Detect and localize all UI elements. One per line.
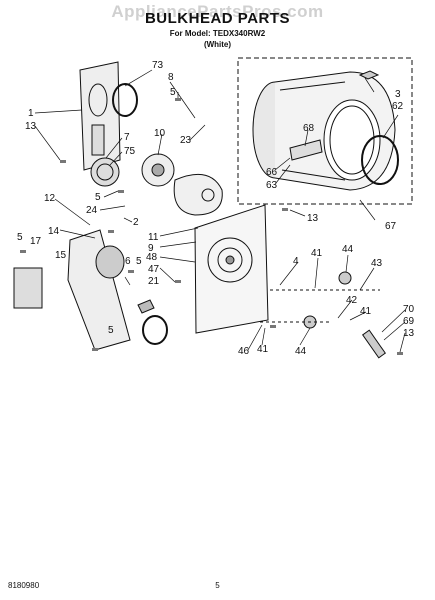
callout-7: 7: [124, 132, 130, 143]
callout-62: 62: [392, 101, 404, 112]
heater-element: [13, 267, 43, 309]
page-number: 5: [215, 581, 220, 590]
page-title: BULKHEAD PARTS: [144, 10, 291, 27]
callout-24: 24: [86, 205, 98, 216]
part-21-connector: [137, 299, 155, 314]
drum-illustration: [252, 71, 396, 191]
rear-bulkhead: [194, 204, 269, 334]
doc-number: 8180980: [8, 581, 40, 590]
callout-21: 21: [148, 276, 160, 287]
callout-44: 44: [342, 244, 354, 255]
callout-4: 4: [293, 256, 299, 267]
watermark: AppliancePartsPros.com: [111, 2, 324, 21]
drum-seal-ring: [361, 135, 399, 185]
blower-housing: [90, 157, 120, 187]
idler-arm: [361, 329, 387, 359]
callout-41c: 41: [360, 306, 372, 317]
callout-8: 8: [168, 72, 174, 83]
callout-labels: 73 8 1 13 5 23 7 75 10 5 24 12 2 14 5 17…: [17, 60, 415, 357]
callout-11: 11: [148, 232, 159, 243]
callout-23: 23: [180, 135, 192, 146]
callout-13: 13: [25, 121, 37, 132]
callout-70: 70: [403, 304, 415, 315]
callout-14: 14: [48, 226, 60, 237]
part-3: [358, 70, 380, 80]
callout-9: 9: [148, 243, 154, 254]
color-line: (White): [203, 40, 232, 49]
callout-44b: 44: [295, 346, 307, 357]
callout-13b: 13: [307, 213, 319, 224]
callout-68: 68: [303, 123, 315, 134]
callout-66: 66: [266, 167, 278, 178]
callout-5: 5: [170, 87, 176, 98]
blower-cover: [173, 173, 223, 216]
callout-3: 3: [395, 89, 401, 100]
callout-15: 15: [55, 250, 67, 261]
callout-12: 12: [44, 193, 56, 204]
callout-43: 43: [371, 258, 383, 269]
callout-1: 1: [28, 108, 34, 119]
screws: [20, 98, 403, 355]
callout-5d: 5: [136, 256, 142, 267]
leader-lines: [34, 69, 406, 353]
belt-21: [142, 315, 168, 345]
callout-47: 47: [148, 264, 160, 275]
callout-75: 75: [124, 146, 136, 157]
callout-69: 69: [403, 316, 415, 327]
callout-67: 67: [385, 221, 397, 232]
callout-5e: 5: [108, 325, 114, 336]
callout-48: 48: [146, 252, 158, 263]
callout-10: 10: [154, 128, 166, 139]
roller-upper: [338, 271, 352, 285]
callout-5b: 5: [95, 192, 101, 203]
seal-73: [112, 83, 138, 117]
callout-42: 42: [346, 295, 358, 306]
model-line: For Model: TEDX340RW2: [169, 29, 266, 38]
callout-17: 17: [30, 236, 42, 247]
callout-5c: 5: [17, 232, 23, 243]
callout-41: 41: [311, 248, 323, 259]
heater-duct: [67, 229, 131, 351]
callout-2: 2: [133, 217, 139, 228]
callout-63: 63: [266, 180, 278, 191]
callout-6: 6: [125, 256, 131, 267]
callout-41b: 41: [257, 344, 269, 355]
front-panel: [79, 61, 121, 171]
callout-13c: 13: [403, 328, 415, 339]
callout-73: 73: [152, 60, 164, 71]
callout-46: 46: [238, 346, 250, 357]
